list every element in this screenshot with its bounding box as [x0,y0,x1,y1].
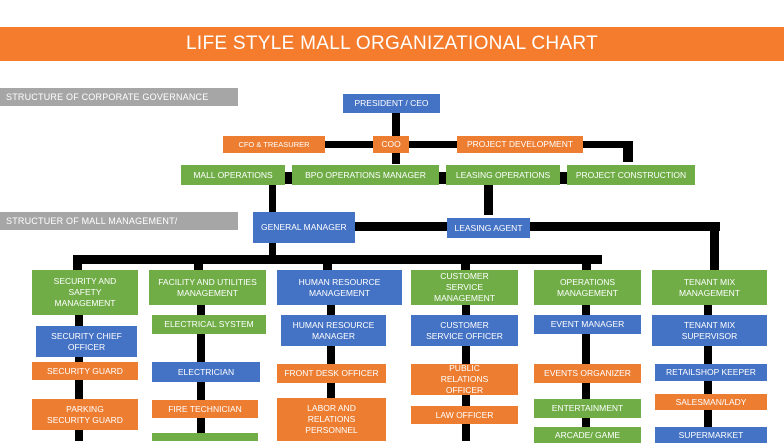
page-title: LIFE STYLE MALL ORGANIZATIONAL CHART [0,27,784,61]
dept-head-customer-service: CUSTOMER SERVICE MANAGEMENT [411,270,518,305]
connector-line [392,112,400,136]
role-labor-relations: LABOR AND RELATIONS PERSONNEL [277,398,386,441]
role-facility-extra [152,433,258,441]
role-electrical-system: ELECTRICAL SYSTEM [152,315,266,334]
role-front-desk: FRONT DESK OFFICER [277,364,386,383]
connector-line [582,255,591,270]
connector-line [623,141,633,162]
connector-line [73,255,82,270]
dept-head-security: SECURITY AND SAFETY MANAGEMENT [32,270,138,315]
role-fire-technician: FIRE TECHNICIAN [152,400,258,418]
role-hr-manager: HUMAN RESOURCE MANAGER [281,315,386,346]
connector-line [439,172,446,184]
president-ceo-box: PRESIDENT / CEO [343,94,440,113]
coo-box: COO [373,136,409,153]
connector-line [484,184,493,215]
connector-line [323,255,332,270]
dept-head-facility: FACILITY AND UTILITIES MANAGEMENT [149,270,266,305]
role-event-manager: EVENT MANAGER [534,315,641,334]
connector-line [530,222,720,231]
mall-operations-box: MALL OPERATIONS [181,165,285,185]
role-retailshop-keeper: RETAILSHOP KEEPER [655,364,767,381]
role-supermarket: SUPERMARKET [655,427,767,443]
connector-line [285,172,292,184]
connector-line [409,141,457,148]
project-development-box: PROJECT DEVELOPMENT [457,136,583,153]
dept-head-hr: HUMAN RESOURCE MANAGEMENT [277,270,402,305]
connector-line [355,222,447,231]
role-security-chief: SECURITY CHIEF OFFICER [36,326,137,357]
connector-line [560,172,567,184]
project-construction-box: PROJECT CONSTRUCTION [567,165,695,185]
role-entertainment: ENTERTAINMENT [534,399,641,418]
leasing-operations-box: LEASING OPERATIONS [446,165,560,185]
cfo-treasurer-box: CFO & TREASURER [223,136,325,153]
connector-line [325,141,373,148]
role-tenant-mix-supervisor: TENANT MIX SUPERVISOR [652,315,767,346]
connector-line [392,152,400,164]
connector-line [269,243,276,255]
role-salesman-lady: SALESMAN/LADY [655,394,767,410]
bpo-operations-manager-box: BPO OPERATIONS MANAGER [292,165,439,185]
general-manager-box: GENERAL MANAGER [253,212,355,243]
leasing-agent-box: LEASING AGENT [447,218,530,238]
connector-line [461,255,470,270]
connector-line [73,255,602,264]
connector-line [269,184,276,212]
dept-head-operations: OPERATIONS MANAGEMENT [534,270,641,305]
connector-line [583,141,633,148]
role-arcade-game: ARCADE/ GAME [534,427,641,443]
role-events-organizer: EVENTS ORGANIZER [534,364,641,383]
role-parking-security: PARKING SECURITY GUARD [32,399,138,430]
dept-head-tenant-mix: TENANT MIX MANAGEMENT [652,270,767,305]
role-customer-service-officer: CUSTOMER SERVICE OFFICER [411,315,518,346]
section-tag-governance: STRUCTURE OF CORPORATE GOVERNANCE [0,88,238,106]
role-public-relations: PUBLIC RELATIONS OFFICER [411,363,518,395]
connector-line [710,222,719,270]
role-law-officer: LAW OFFICER [411,406,518,424]
role-security-guard: SECURITY GUARD [32,362,138,380]
section-tag-management: STRUCTUER OF MALL MANAGEMENT/ DEPLOYMENT [0,212,238,244]
role-electrician: ELECTRICIAN [152,362,260,382]
connector-line [194,255,203,270]
